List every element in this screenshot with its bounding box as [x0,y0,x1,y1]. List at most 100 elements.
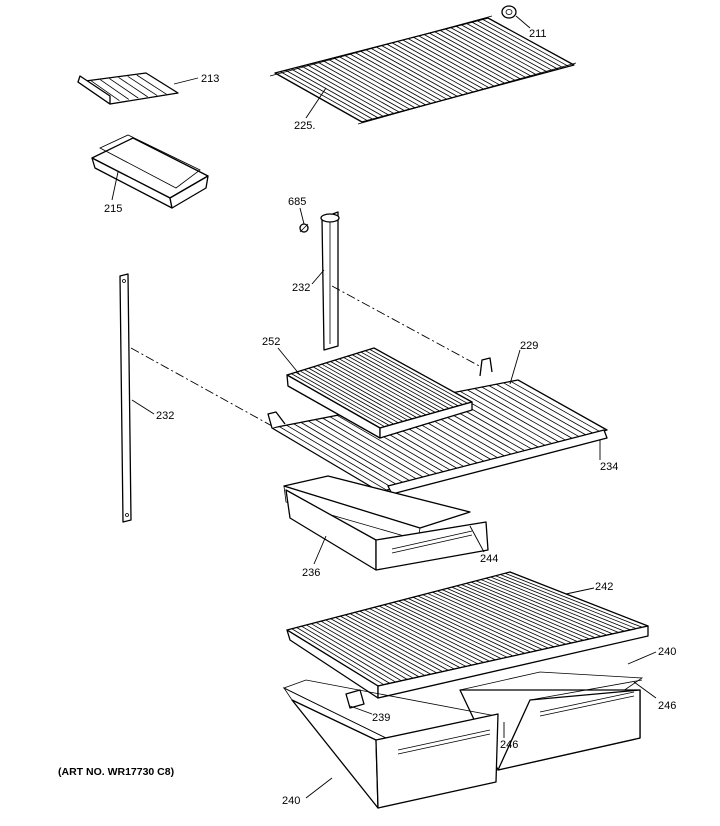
label-246-left: 246 [500,739,518,751]
grate-line [485,577,619,633]
wire-rod [423,34,511,83]
grate-line [349,613,455,670]
part-232-center-rail [320,211,340,351]
grate-line [347,355,445,411]
grate-line [334,359,431,415]
wire-rod [328,58,416,109]
grate-line [500,574,637,629]
label-232-center: 232 [292,282,310,294]
wire-rod [381,45,469,94]
grate-line [321,363,417,418]
wire-rod [445,28,532,77]
wire-rod [466,23,553,72]
grate-line [344,614,449,671]
tray-cup [90,80,120,102]
grate-line [315,419,421,482]
grate-line [408,598,525,654]
wire-rod [360,50,447,100]
wire-rod [365,49,453,99]
grate-line [330,618,432,675]
wire-rod [482,19,569,67]
grate-line [461,584,590,640]
wire-rod [391,42,479,91]
tray-cup [100,79,130,100]
wire-rod [450,27,538,76]
wire-rod [317,61,405,111]
grate-line [369,608,478,665]
wire-rod [471,21,559,70]
grate-line [317,365,413,420]
grate-line [299,370,394,425]
wire-rod [370,47,458,97]
grate-line [339,358,436,413]
grate-line [308,367,404,422]
grate-line [291,373,385,428]
wire-rod [280,71,368,121]
part-215-door-bin [91,134,209,209]
part-242-crisper-cover [286,571,649,699]
grate-line [296,627,390,684]
grate-line [503,382,594,434]
wire-rod [386,43,474,93]
grate-line [325,619,426,676]
grate-line [320,620,420,678]
grate-line [315,622,414,679]
label-236: 236 [302,567,320,579]
grate-line [312,366,408,421]
grate-line [360,351,459,407]
grate-line [495,575,631,631]
grate-line [383,604,496,661]
label-232-left: 232 [156,410,174,422]
grate-line [393,601,508,658]
label-246-right: 246 [658,700,676,712]
label-240-right: 240 [658,646,676,658]
part-213-tray [77,72,179,105]
part-211-clip [501,5,517,19]
wire-rod [461,24,548,73]
grate-line [325,362,422,417]
grate-line [422,594,543,650]
grate-line [427,593,549,649]
grate-line [475,580,608,636]
grate-line [311,623,408,680]
leader-lines [111,15,657,799]
wire-rod [296,67,384,117]
label-213: 213 [201,73,219,85]
grate-line [510,381,601,433]
grate-line [505,572,643,628]
wire-rod [429,32,516,82]
grate-line [359,610,467,667]
grate-line [398,600,514,657]
grate-line [474,388,568,442]
wire-rod [413,36,500,86]
wire-rod [285,69,373,120]
grate-line [471,581,602,637]
grate-line [488,385,581,438]
grate-line [336,414,441,476]
grate-line [343,357,440,412]
label-215: 215 [104,203,122,215]
alignment-line [130,347,273,427]
grate-line [451,586,578,643]
grate-line [441,589,566,645]
wire-rod [407,38,495,87]
label-242: 242 [595,581,613,593]
grate-line [307,420,414,484]
tray-cup [136,74,167,95]
label-239: 239 [372,712,390,724]
wire-rod [354,52,442,101]
label-211: 211 [529,28,547,40]
tray-cup [127,75,158,96]
grate-line [340,615,443,673]
wire-rod [338,56,426,106]
alignment-line [331,285,484,369]
grate-line [365,350,463,405]
label-252: 252 [262,336,280,348]
label-225: 225. [294,120,315,132]
part-240-left-crisper [282,679,499,809]
tray-cup [109,78,139,99]
grate-line [388,603,502,659]
grate-line [354,611,461,669]
grate-line [480,579,613,635]
